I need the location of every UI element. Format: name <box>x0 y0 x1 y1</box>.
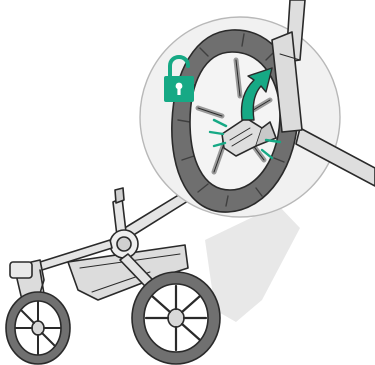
stroller-chassis <box>6 188 220 364</box>
rear-wheel <box>132 272 220 364</box>
ground-shadow <box>205 205 300 322</box>
front-wheel <box>6 292 70 364</box>
